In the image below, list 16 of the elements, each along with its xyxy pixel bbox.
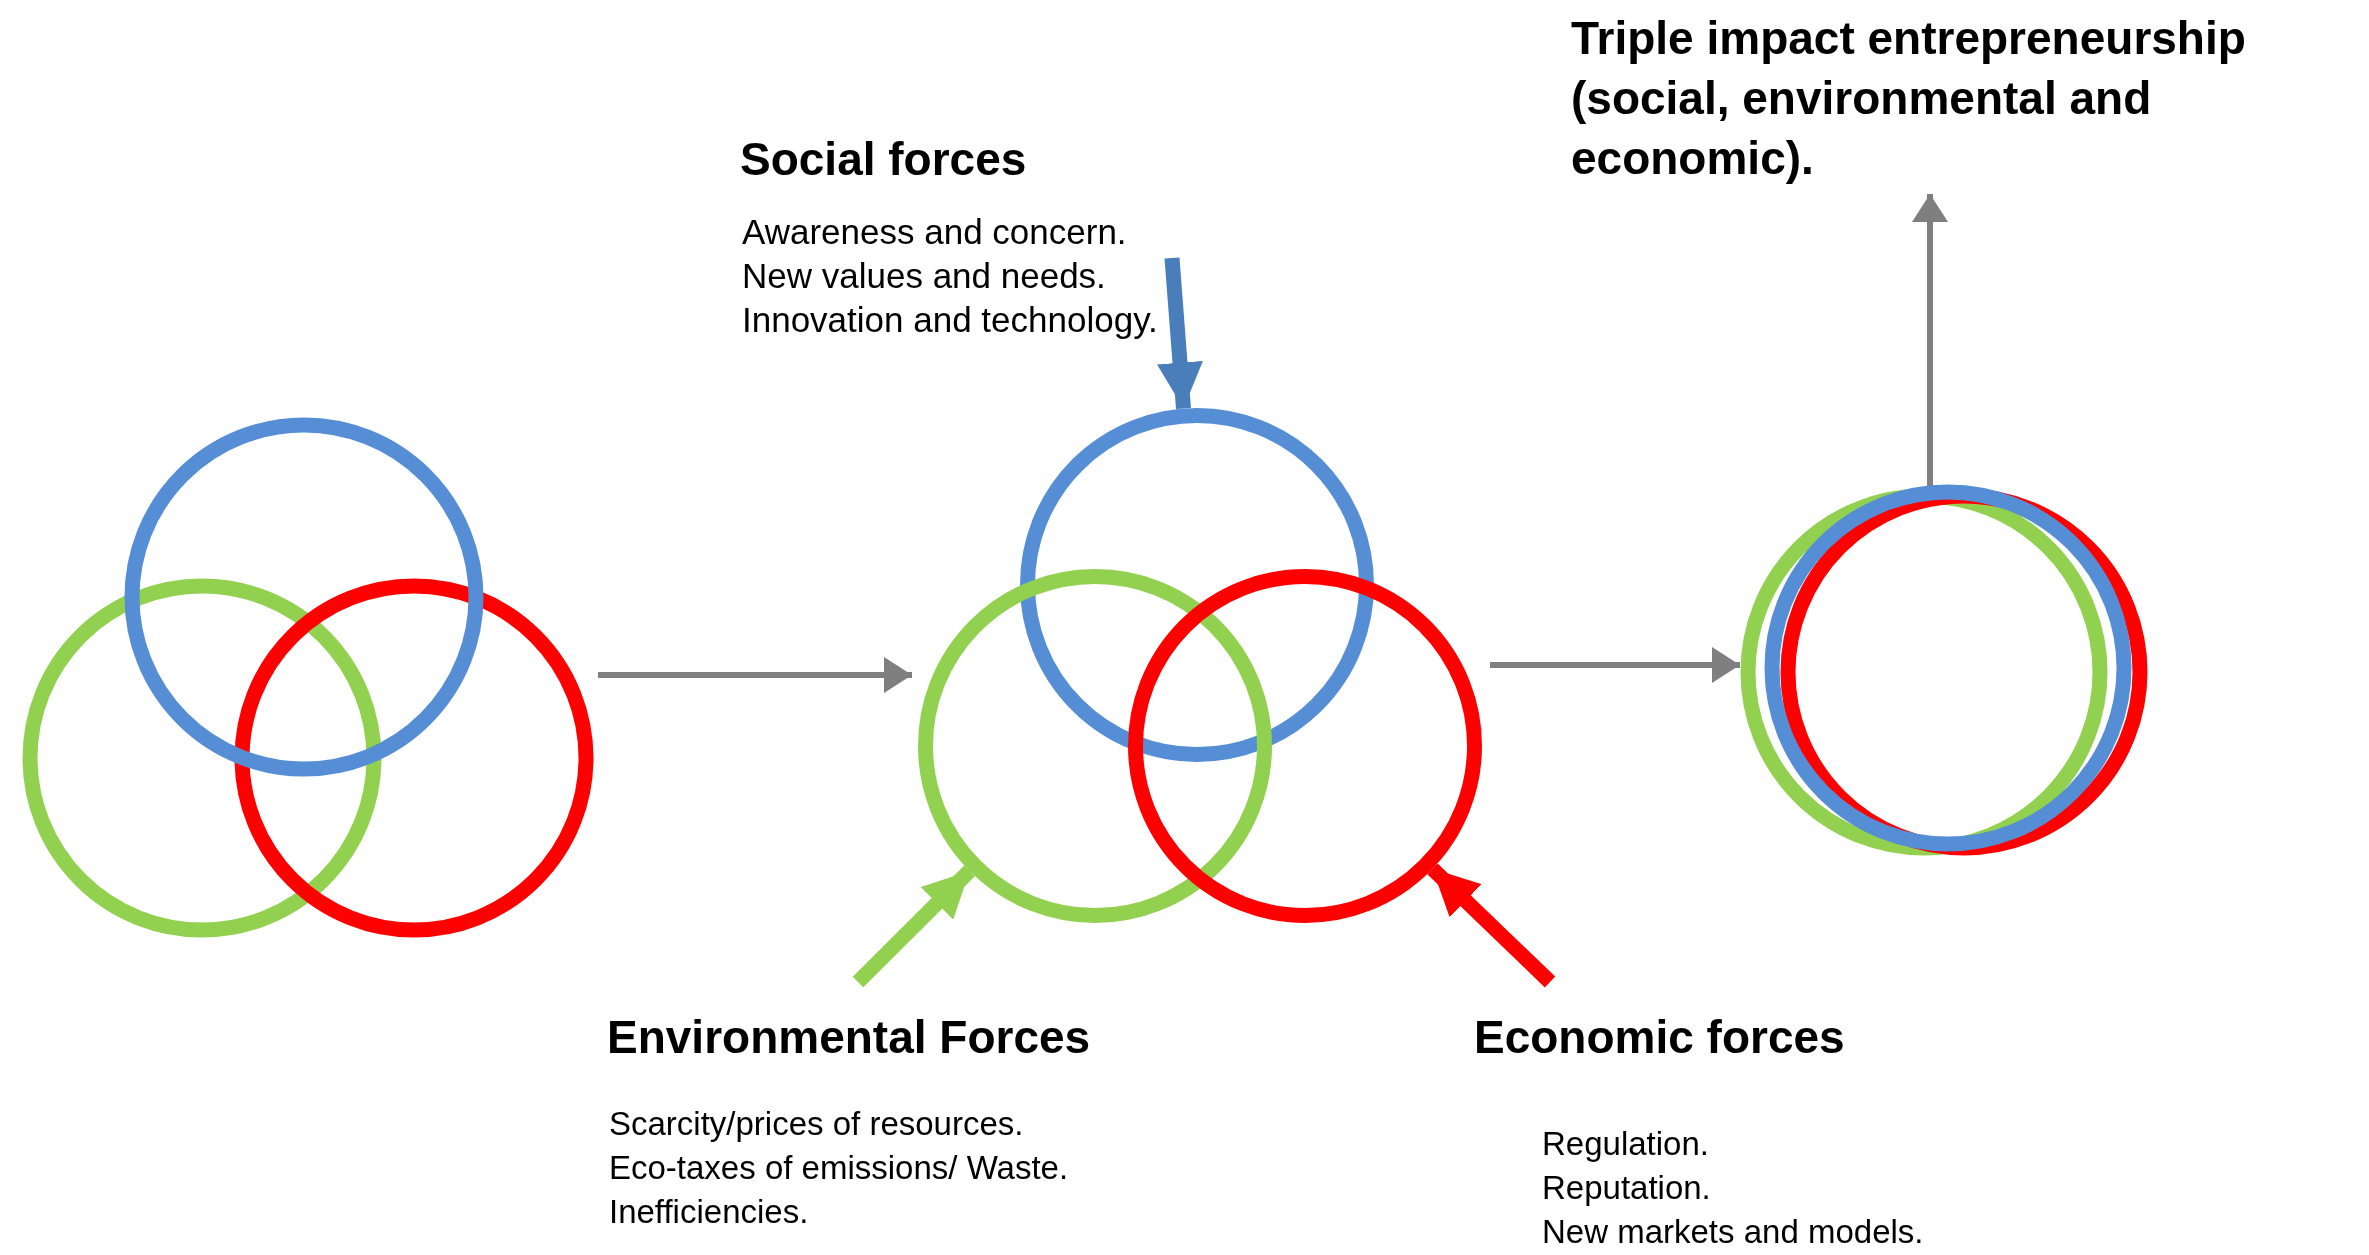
- heading: Environmental Forces: [607, 1010, 1091, 1064]
- arrow: [1490, 647, 1740, 683]
- arrow: [852, 865, 975, 988]
- bullet-text: Awareness and concern. New values and needs. Innovation and technology.: [742, 211, 1159, 341]
- ring: [1128, 569, 1482, 923]
- arrow: [598, 657, 912, 693]
- title-text: Triple impact entrepreneurship (social, environmental and economic).: [1571, 8, 2361, 194]
- bullet-text: Regulation. Reputation. New markets and models.: [1542, 1124, 1925, 1252]
- heading: Social forces: [740, 132, 1027, 186]
- arrow: [1157, 257, 1203, 410]
- ring: [918, 569, 1272, 923]
- heading: Economic forces: [1474, 1010, 1845, 1064]
- arrow: [1912, 194, 1948, 486]
- bullet-text: Scarcity/prices of resources. Eco-taxes of emissions/ Waste. Inefficiencies.: [609, 1104, 1070, 1232]
- arrow: [1427, 863, 1556, 988]
- ring: [1020, 408, 1374, 762]
